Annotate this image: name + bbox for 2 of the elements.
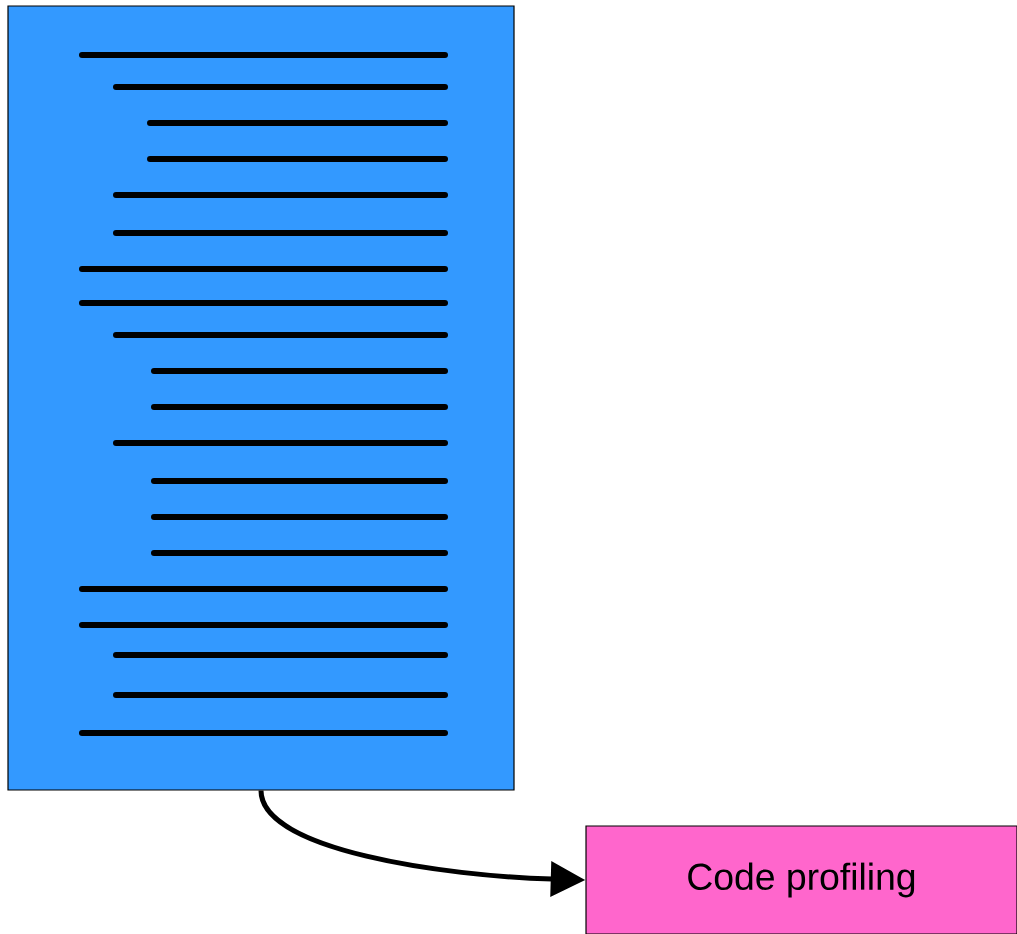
process-box: Code profiling: [585, 825, 1017, 934]
document-drawing: [7, 5, 515, 791]
